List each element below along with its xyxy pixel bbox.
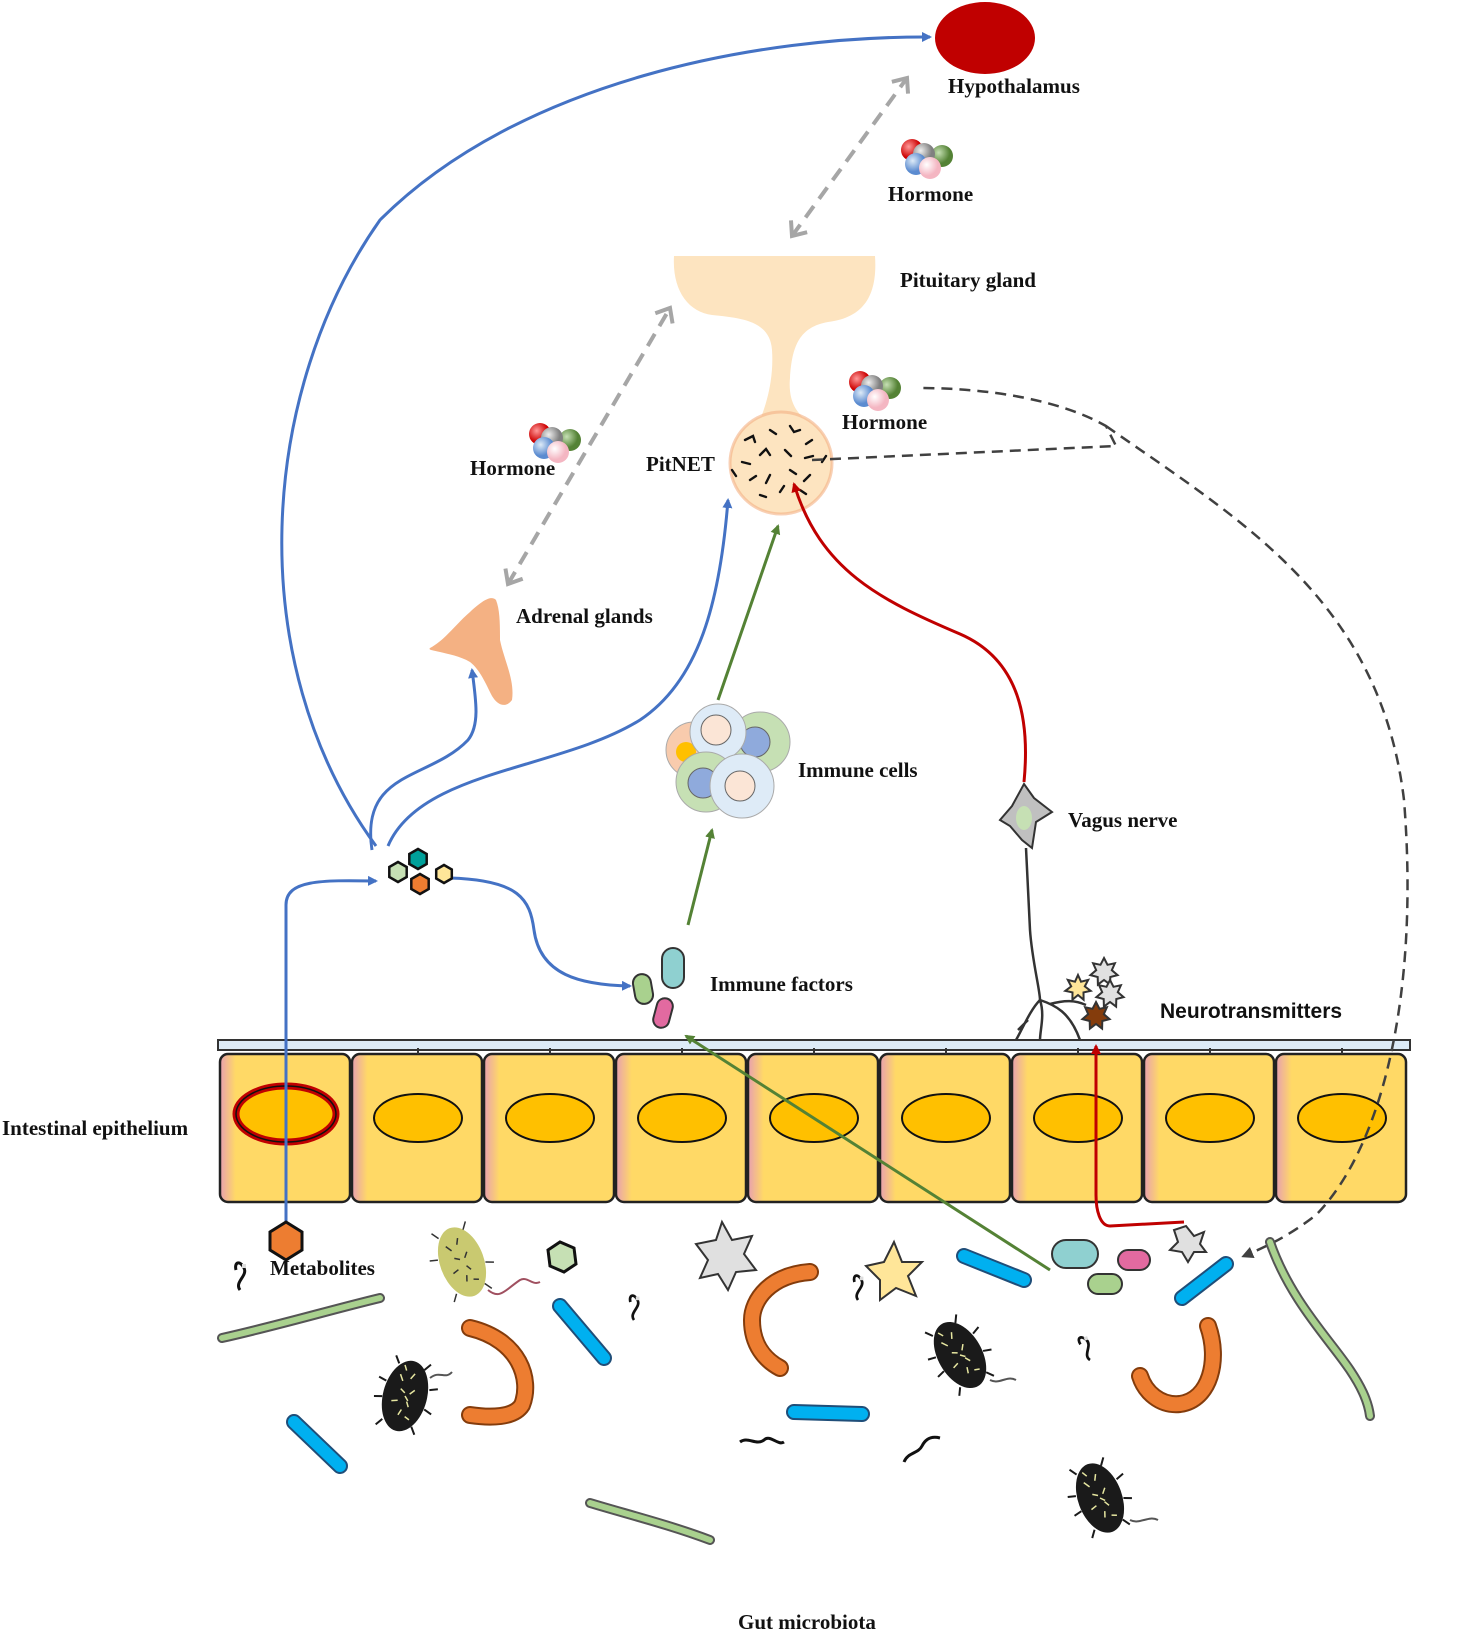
metabolite-hexagon-icon (410, 872, 430, 896)
pitnet-label: PitNET (646, 452, 715, 476)
gut-microbiota (217, 1219, 1375, 1545)
immune-factors-label: Immune factors (710, 972, 853, 996)
vagus-neuron (998, 782, 1087, 1041)
epithelial-cell (1010, 1048, 1144, 1204)
hypothalamus-oval (935, 2, 1035, 74)
adrenal-glands-label: Adrenal glands (516, 604, 653, 628)
neurotransmitter-star-icon (1080, 999, 1112, 1031)
arrow-cluster-to-immune-factors (449, 876, 632, 991)
neurotransmitter-star-icon (1094, 977, 1126, 1009)
epithelial-cell (614, 1048, 748, 1204)
neurotransmitters-label: Neurotransmitters (1160, 1000, 1343, 1023)
neurotransmitter-star-icon (1088, 955, 1120, 987)
hormone-signal-dashed-path (811, 386, 1409, 1256)
metabolite-hexagon-icon (388, 860, 408, 884)
neurotransmitter-star-icons (1062, 955, 1126, 1031)
epithelial-cells (218, 1048, 1408, 1204)
hypothalamus-label: Hypothalamus (948, 74, 1080, 98)
intestinal-epithelium-label: Intestinal epithelium (2, 1116, 189, 1140)
arrow-cluster-to-pitnet (386, 498, 733, 847)
arrow-microbiota-to-immune-factors (684, 1034, 1051, 1272)
hormone-label-left: Hormone (470, 456, 556, 480)
vagus-nerve-label: Vagus nerve (1068, 808, 1178, 832)
epithelial-cell (878, 1048, 1012, 1204)
neural-pathways (791, 482, 1185, 1228)
adrenal-gland-shape (429, 598, 513, 705)
neurotransmitter-star-icon (1062, 972, 1094, 1002)
epithelial-cell (1274, 1048, 1408, 1204)
arrow-metabolites-to-cluster (284, 875, 378, 1238)
hormone-feedback-arrow-hypothalamus (788, 75, 911, 239)
arrow-cluster-to-adrenal (369, 668, 479, 851)
epithelial-cell (482, 1048, 616, 1204)
immune-cell-cluster (665, 703, 791, 819)
epithelial-cell (1142, 1048, 1276, 1204)
pituitary-gland-label: Pituitary gland (900, 268, 1036, 292)
intestinal-epithelium (217, 1039, 1411, 1204)
pitnet-tumor (728, 410, 834, 516)
immune-pathways (684, 524, 1051, 1272)
epithelial-cell (746, 1048, 880, 1204)
metabolites-label: Metabolites (270, 1256, 375, 1280)
pituitary-gland-shape (673, 256, 876, 420)
hormone-label-top: Hormone (888, 182, 974, 206)
arrow-cluster-to-hypothalamus (280, 31, 932, 847)
hormone-label-right: Hormone (842, 410, 928, 434)
metabolite-hexagon-cluster (388, 847, 454, 896)
metabolite-hexagon-icon (408, 847, 428, 871)
gut-microbiota-label: Gut microbiota (738, 1610, 876, 1634)
arrow-immune-factors-to-immune-cells (686, 828, 715, 926)
hormone-feedback-arrow-adrenal (503, 305, 675, 587)
metabolite-hexagon-icon (268, 1220, 304, 1262)
arrow-immune-cells-to-pitnet (716, 524, 781, 701)
metabolite-hexagon-icon (434, 863, 454, 885)
immune-factor-capsules (631, 947, 685, 1029)
metabolite-pathways (280, 31, 932, 1238)
arrow-vagus-to-pitnet (791, 482, 1027, 783)
epithelial-cell (350, 1048, 484, 1204)
hormone-molecule-icon-top (901, 139, 953, 179)
immune-cells-label: Immune cells (798, 758, 918, 782)
hormone-molecule-icon-right (849, 371, 901, 411)
arrow-microbiota-to-neurotransmitters (1091, 1044, 1185, 1228)
